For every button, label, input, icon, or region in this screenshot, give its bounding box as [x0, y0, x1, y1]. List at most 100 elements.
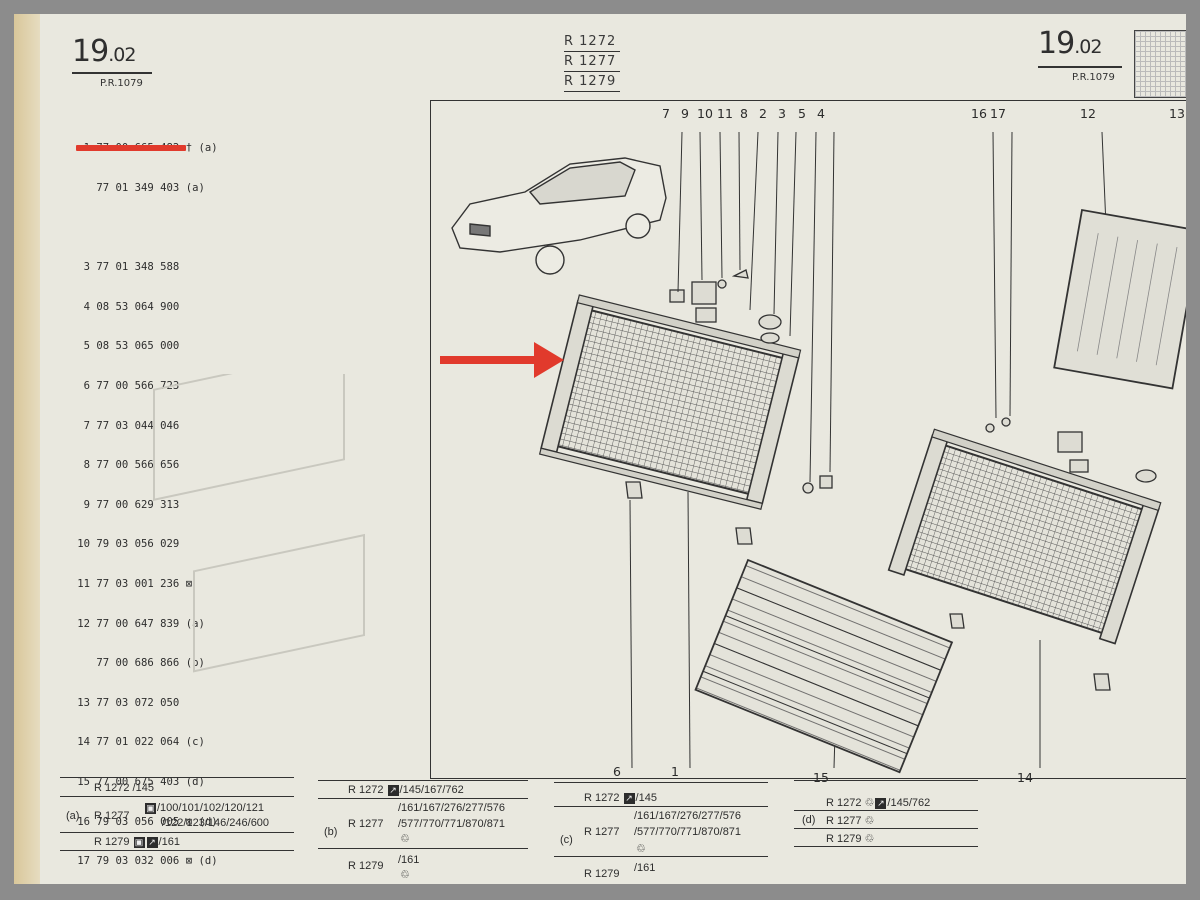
arrow-icon: ↗ — [623, 792, 635, 804]
parts-list: 1 77 00 665 482 † (a) 77 01 349 403 (a) … — [76, 116, 218, 884]
radiator-diagram — [451, 131, 1186, 774]
ghost-drawing — [153, 374, 365, 673]
parts-row: 16 79 03 056 005 ⊠ (d) — [77, 815, 218, 828]
note-d-r1272: R 1272 ♲↗/145/762 — [826, 797, 931, 809]
rule — [318, 780, 528, 781]
rule — [554, 782, 768, 783]
recycle-icon: ♲ — [864, 833, 875, 845]
rule — [794, 846, 978, 847]
rule — [554, 806, 768, 807]
callout-number: 11 — [717, 106, 733, 121]
parts-row: 15 77 00 675 403 (d) — [77, 775, 205, 788]
callout-number: 6 — [613, 764, 621, 779]
model-list-top: R 1272 R 1277 R 1279 — [564, 32, 620, 92]
note-c-r1279: R 1279 — [584, 868, 620, 880]
note-b-r1277-codes: /161/167/276/277/576 — [398, 802, 506, 814]
parts-row: 13 77 03 072 050 — [77, 696, 180, 709]
recycle-icon: ♲ — [400, 869, 410, 881]
sym-icon: ▣ — [133, 836, 145, 848]
sym-icon: ▣ — [145, 802, 156, 814]
parts-row: 8 77 00 566 656 — [83, 459, 180, 472]
recycle-icon: ♲ — [636, 843, 646, 855]
parts-row: 17 79 03 032 006 ⊠ (d) — [77, 855, 218, 868]
highlight-bar — [76, 145, 186, 151]
book-spine — [14, 14, 40, 884]
rule — [60, 777, 294, 778]
note-b-r1279-codes: /161 — [398, 854, 420, 866]
page-number-left: 19.02 — [72, 34, 136, 69]
parts-row: 4 08 53 064 900 — [83, 300, 180, 313]
rule — [794, 780, 978, 781]
callout-number: 17 — [990, 106, 1006, 121]
parts-row: 7 77 03 044 046 — [83, 419, 180, 432]
note-c-r1279-codes: /161 — [634, 862, 656, 874]
callout-number: 1 — [671, 764, 679, 779]
catalog-page: 19.02 P.R.1079 19.02 P.R.1079 R 1272 R 1… — [14, 14, 1186, 884]
radiator-secondary — [887, 428, 1162, 645]
page-number-sub: .02 — [108, 44, 136, 66]
fittings-right — [949, 417, 1157, 691]
note-c-r1272: R 1272 ↗/145 — [584, 792, 657, 804]
pr-code-right: P.R.1079 — [1072, 72, 1115, 83]
header-rule — [1038, 66, 1122, 68]
radiator-main — [538, 294, 802, 510]
recycle-icon: ♲ — [400, 833, 410, 845]
arrow-icon: ↗ — [875, 797, 887, 809]
note-tag-c: (c) — [560, 834, 573, 846]
rule — [60, 832, 294, 833]
parts-row: 14 77 01 022 064 (c) — [77, 736, 205, 749]
callout-number: 9 — [681, 106, 689, 121]
note-a-r1277: R 1277 — [94, 810, 130, 822]
rule — [318, 848, 528, 849]
arrow-icon: ↗ — [387, 784, 399, 796]
rule — [794, 810, 978, 811]
recycle-icon: ♲ — [864, 815, 875, 827]
parts-row: 9 77 00 629 313 — [83, 498, 180, 511]
note-a-r1279: R 1279 ▣↗/161 — [94, 836, 180, 848]
rule — [794, 828, 978, 829]
note-a-r1277-codes: ▣/100/101/102/120/121 — [145, 802, 265, 814]
note-d-r1279: R 1279 ♲ — [826, 833, 875, 845]
page-number-main: 19 — [1038, 26, 1075, 61]
callout-number: 16 — [971, 106, 987, 121]
leader-lines — [629, 131, 1107, 769]
parts-row: 3 77 01 348 588 — [83, 261, 180, 274]
callout-number: 7 — [662, 106, 670, 121]
parts-row: 6 77 00 566 723 — [83, 379, 180, 392]
parts-row: 10 79 03 056 029 — [77, 538, 180, 551]
fan-shroud — [1053, 208, 1186, 390]
diagram-frame — [430, 100, 1186, 779]
pr-code-left: P.R.1079 — [100, 78, 143, 89]
callout-number: 3 — [778, 106, 786, 121]
callout-number: 15 — [813, 770, 829, 785]
note-b-r1277: R 1277 — [348, 818, 384, 830]
page-number-sub: .02 — [1074, 36, 1102, 58]
callout-number: 13 — [1169, 106, 1185, 121]
parts-row: 77 01 349 403 (a) — [96, 182, 205, 194]
page-number-right: 19.02 — [1038, 26, 1102, 61]
callout-number: 14 — [1017, 770, 1033, 785]
header-rule — [72, 72, 152, 74]
callout-number: 12 — [1080, 106, 1096, 121]
note-c-r1277-codes: /161/167/276/277/576 — [634, 810, 742, 822]
car-illustration — [451, 157, 667, 275]
note-b-r1272: R 1272 ↗/145/167/762 — [348, 784, 464, 796]
parts-row: 12 77 00 647 839 (a) — [77, 617, 205, 630]
note-tag-a: (a) — [66, 810, 80, 822]
note-a-r1277-codes2: /122/123/146/246/600 — [162, 817, 270, 829]
page-number-main: 19 — [72, 34, 109, 69]
callout-number: 4 — [817, 106, 825, 121]
model-label: R 1272 — [564, 32, 620, 52]
red-arrow-icon — [440, 342, 564, 378]
rule — [318, 798, 528, 799]
parts-row: 5 08 53 065 000 — [83, 340, 180, 353]
model-label: R 1277 — [564, 52, 620, 72]
recycle-icon: ♲ — [864, 797, 875, 809]
callout-number: 2 — [759, 106, 767, 121]
note-b-r1277-codes2: /577/770/771/870/871 — [398, 818, 506, 830]
note-tag-b: (b) — [324, 826, 338, 838]
thumbnail-icon — [1134, 30, 1186, 98]
model-label: R 1279 — [564, 72, 620, 92]
note-c-r1277: R 1277 — [584, 826, 620, 838]
callout-number: 5 — [798, 106, 806, 121]
